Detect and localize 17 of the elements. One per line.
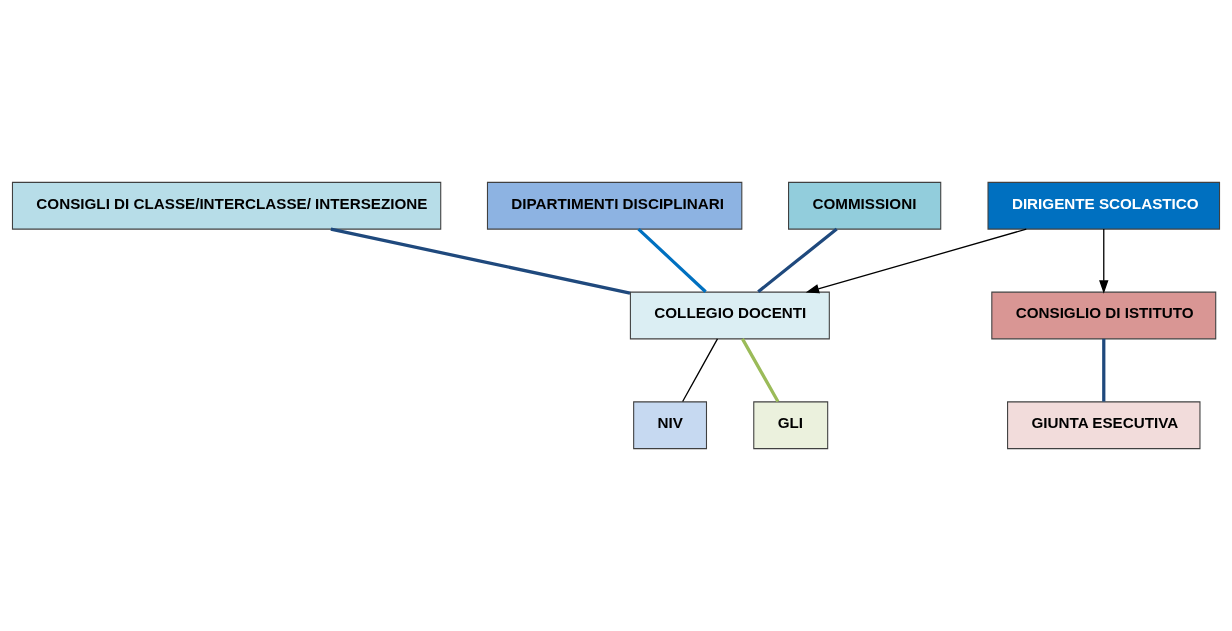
connector xyxy=(637,227,707,293)
connector xyxy=(741,338,780,403)
connector xyxy=(682,338,719,403)
node-box: CONSIGLIO DI ISTITUTO xyxy=(991,291,1217,340)
connector xyxy=(757,227,838,294)
node-box: DIRIGENTE SCOLASTICO xyxy=(987,181,1221,230)
node-box: GIUNTA ESECUTIVA xyxy=(1007,401,1201,450)
arrow xyxy=(805,228,1027,294)
node-box: DIPARTIMENTI DISCIPLINARI xyxy=(486,181,743,230)
connector xyxy=(330,227,631,295)
arrow xyxy=(1099,228,1109,294)
node-box: COMMISSIONI xyxy=(788,181,942,230)
node-box: NIV xyxy=(633,401,708,450)
node-box: GLI xyxy=(753,401,829,450)
connector xyxy=(1102,338,1106,402)
node-box: COLLEGIO DOCENTI xyxy=(629,291,830,340)
node-box: CONSIGLI DI CLASSE/INTERCLASSE/ INTERSEZIONE xyxy=(11,181,442,230)
